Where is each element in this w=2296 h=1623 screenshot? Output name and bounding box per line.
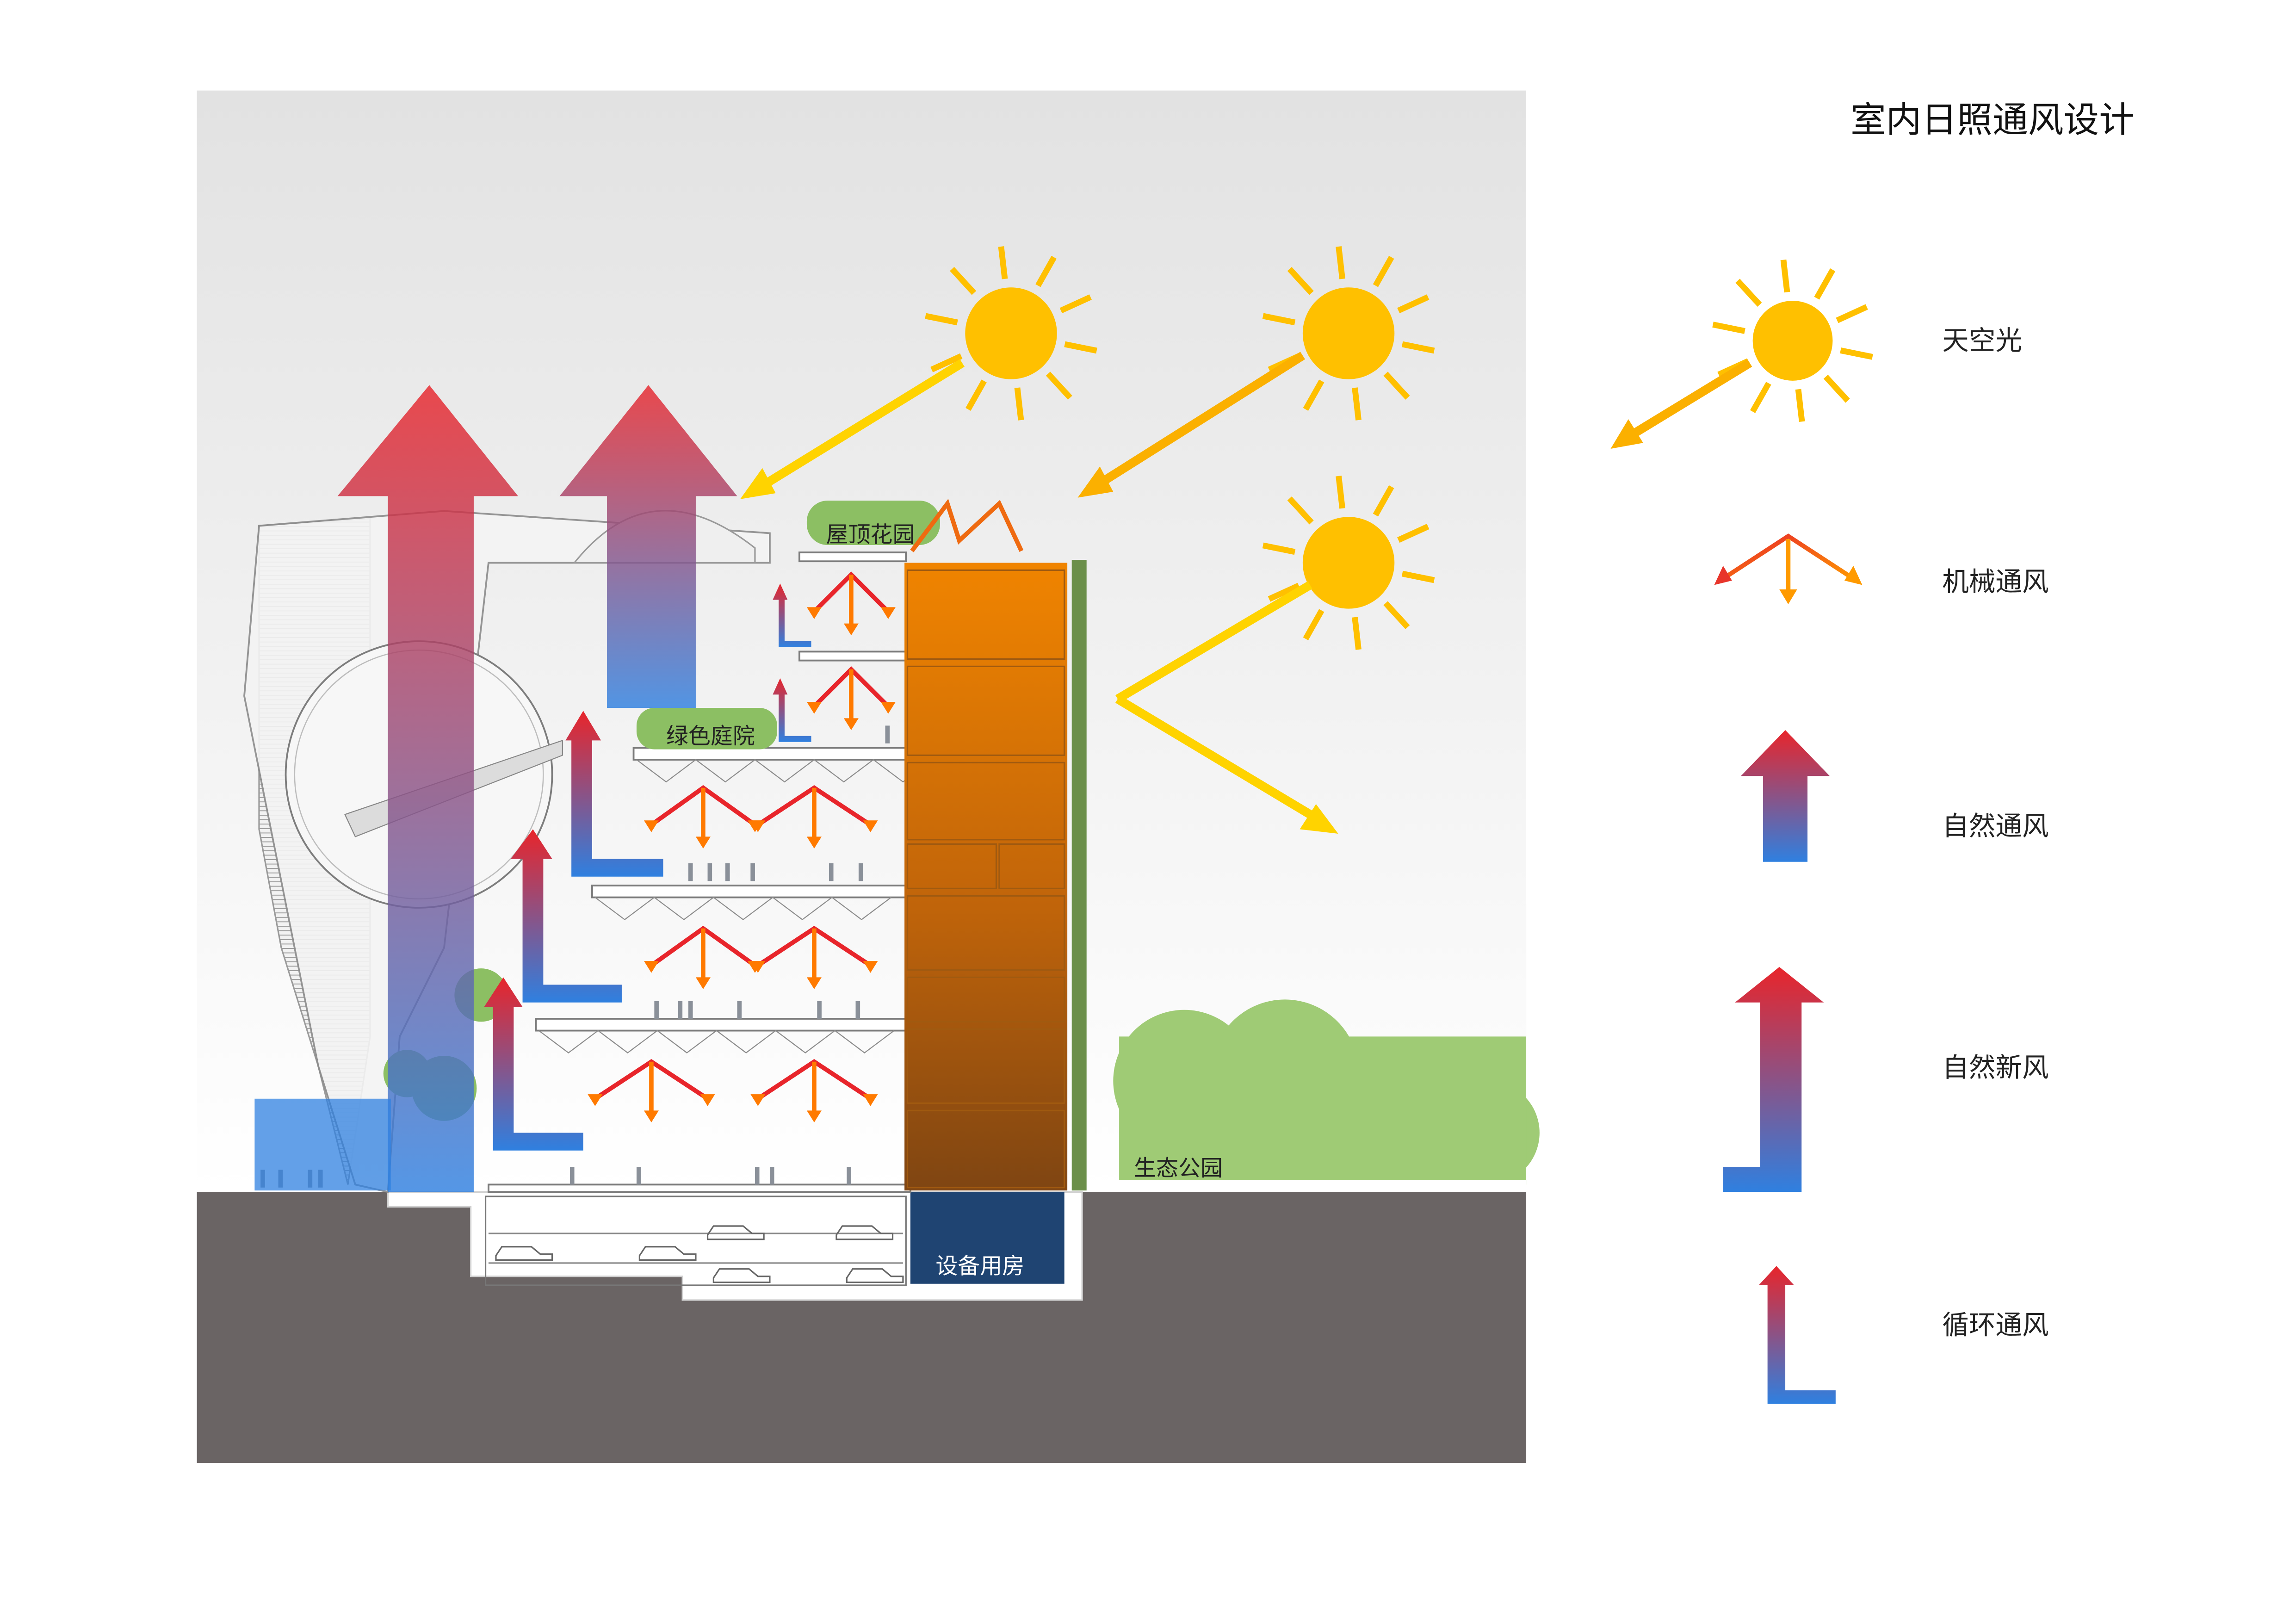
sun-ray [1268,582,1300,602]
sun-ray [930,353,963,372]
sun-ray [1046,372,1072,400]
circulation-arrow-2 [773,678,811,742]
mechanical-ventilation-arrow [750,785,878,849]
circulation-arrow-1 [773,583,811,647]
suns [925,246,1435,650]
mechanical-ventilation-arrow [806,666,896,731]
natural-fresh-air-icon [1723,966,1824,1192]
parked-cars [495,1225,904,1283]
sun-ray [998,246,1008,279]
mechanical-ventilation-icon [1714,533,1863,605]
legend-label-fresh-air: 自然新风 [1942,1052,2048,1083]
sun-disc [1302,517,1395,609]
sun-ray [1303,609,1324,640]
sun-ray [1712,322,1745,334]
sun-ray [1780,259,1790,293]
sun-ray [1397,524,1430,543]
legend-label-mechanical: 机械通风 [1942,566,2048,597]
equipment-room-label: 设备用房 [935,1253,1024,1279]
sun-ray [1064,341,1097,354]
natural-ventilation-arrow-1 [337,385,518,1192]
mechanical-ventilation-arrow [750,1059,878,1122]
natural-ventilation-icon [1741,730,1830,862]
skylight-icon [1712,259,1873,422]
sun-ray [1352,617,1362,650]
sun-ray [1059,294,1092,314]
mechanical-ventilation-arrow [588,1059,715,1122]
mechanical-ventilation-arrow [806,571,896,636]
sun-ray [1383,372,1410,400]
core-tower [904,563,1068,1191]
page-title: 室内日照通风设计 [1850,99,2135,141]
sun-ray [1352,387,1362,421]
sun-ray [1795,389,1805,422]
eco-park-trees [1085,999,1540,1192]
sun-ray [1735,279,1762,307]
equipment-room [910,1192,1064,1284]
sun-disc [1302,287,1395,379]
sun-ray [1262,542,1296,555]
sun-ray [1814,268,1836,300]
sun-icon [925,246,1097,421]
fresh-air-arrow-1 [565,711,663,877]
sun-ray [1750,382,1771,413]
roof-garden-label: 屋顶花园 [826,522,915,548]
green-courtyard-label: 绿色庭院 [666,723,755,749]
sun-ray [1262,313,1296,326]
legend-label-natural: 自然通风 [1942,811,2048,842]
sun-ray [1840,347,1873,360]
sun-ray [1397,294,1430,314]
eco-park-label: 生态公园 [1134,1155,1223,1181]
sun-ray [1035,255,1057,287]
basement [387,1191,1083,1301]
circulation-ventilation-icon [1758,1266,1836,1404]
legend: 天空光 机械通风 自然通风 自然新风 循环通风 [1610,259,2049,1404]
sun-ray [1373,255,1394,287]
sun-ray [1303,379,1324,411]
sun-ray [1823,374,1850,403]
sun-ray [950,267,977,295]
sun-disc [1752,301,1833,381]
sun-icon [1712,259,1873,422]
green-wall [1071,560,1087,1191]
fresh-air-arrow-3 [484,977,583,1151]
sun-ray [965,379,987,411]
light-beams [740,352,1338,834]
sun-ray [1287,496,1314,525]
fresh-air-arrow-2 [510,829,622,1003]
sun-ray [1014,387,1024,421]
sun-ray [1836,304,1868,323]
sun-ray [1383,601,1410,629]
sun-ray [1401,570,1435,583]
legend-label-skylight: 天空光 [1942,325,2022,356]
legend-label-circulation: 循环通风 [1942,1310,2048,1341]
fresh-air-intake [254,1098,391,1191]
sun-disc [965,287,1057,379]
sun-ray [1373,485,1394,517]
sun-icon [1262,476,1435,650]
sun-ray [1287,267,1314,295]
mechanical-ventilation-arrows [588,571,896,1122]
sun-ray [1336,476,1345,509]
mechanical-ventilation-arrow [750,926,878,989]
sun-ray [925,313,958,326]
natural-ventilation-arrow-2 [559,385,737,708]
sun-ray [1336,246,1345,279]
sun-ray [1401,341,1435,354]
